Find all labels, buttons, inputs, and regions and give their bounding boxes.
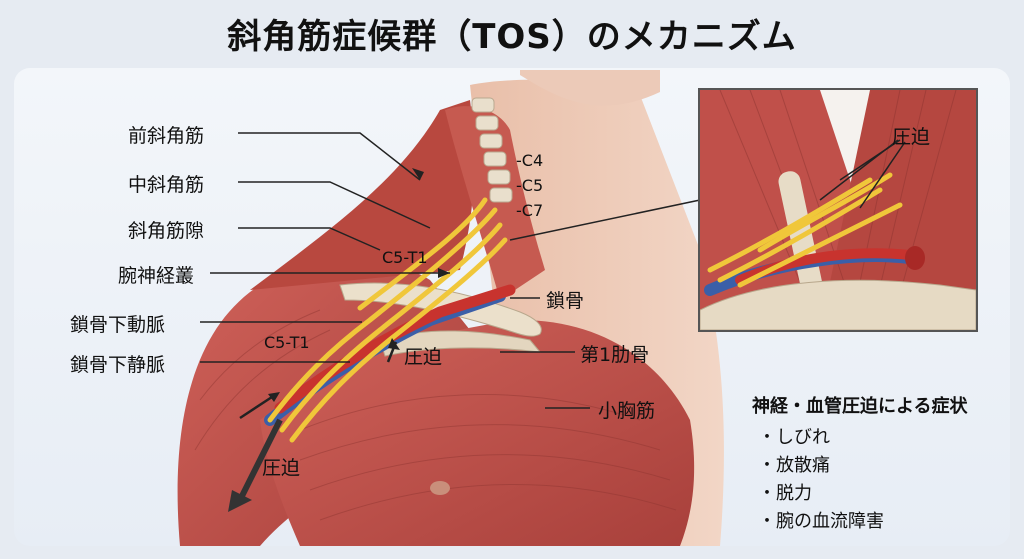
symptom-item: ・腕の血流障害 (758, 511, 884, 532)
label-anterior-scalene: 前斜角筋 (128, 125, 205, 147)
compression-inset (698, 88, 978, 332)
compression-arrow-shoulder (239, 393, 276, 420)
subclavian-artery (274, 284, 516, 414)
label-middle-scalene: 中斜角筋 (128, 174, 205, 196)
label-compression-center: 圧迫 (404, 346, 443, 368)
symptom-item: ・しびれ (758, 427, 830, 448)
brachial-plexus-nerves (267, 197, 508, 443)
inset-illustration (700, 90, 976, 330)
nipple (430, 481, 450, 495)
symptoms-heading: 神経・血管圧迫による症状 (752, 396, 968, 417)
label-c5t1-lower: C5-T1 (264, 333, 310, 352)
compression-arrow-lower (237, 418, 283, 502)
leader-lines (200, 132, 701, 409)
symptom-item: ・脱力 (758, 483, 812, 504)
pectoralis-muscle (260, 320, 695, 546)
label-first-rib: 第1肋骨 (580, 344, 650, 366)
label-c5: -C5 (516, 176, 544, 195)
label-c5t1-upper: C5-T1 (382, 248, 428, 267)
label-c7: -C7 (516, 201, 544, 220)
jaw (520, 70, 660, 106)
label-compression-inset: 圧迫 (892, 126, 931, 148)
label-c4: -C4 (516, 151, 544, 170)
label-subclavian-vein: 鎖骨下静脈 (70, 354, 166, 376)
symptom-item: ・放散痛 (758, 455, 830, 476)
label-subclavian-artery: 鎖骨下動脈 (70, 314, 166, 336)
scm-muscle (445, 106, 545, 300)
trapezius-muscle (250, 100, 475, 290)
page-title: 斜角筋症候群（TOS）のメカニズム (227, 16, 797, 57)
label-pec-minor: 小胸筋 (598, 400, 656, 422)
cervical-vertebrae (471, 97, 513, 203)
label-scalene-gap: 斜角筋隙 (128, 220, 205, 242)
symptoms-box: 神経・血管圧迫による症状 ・しびれ ・放散痛 ・脱力 ・腕の血流障害 (752, 392, 1012, 536)
label-compression-lower: 圧迫 (262, 457, 301, 479)
label-clavicle: 鎖骨 (546, 290, 585, 312)
label-brachial-plexus: 腕神経叢 (118, 265, 195, 287)
